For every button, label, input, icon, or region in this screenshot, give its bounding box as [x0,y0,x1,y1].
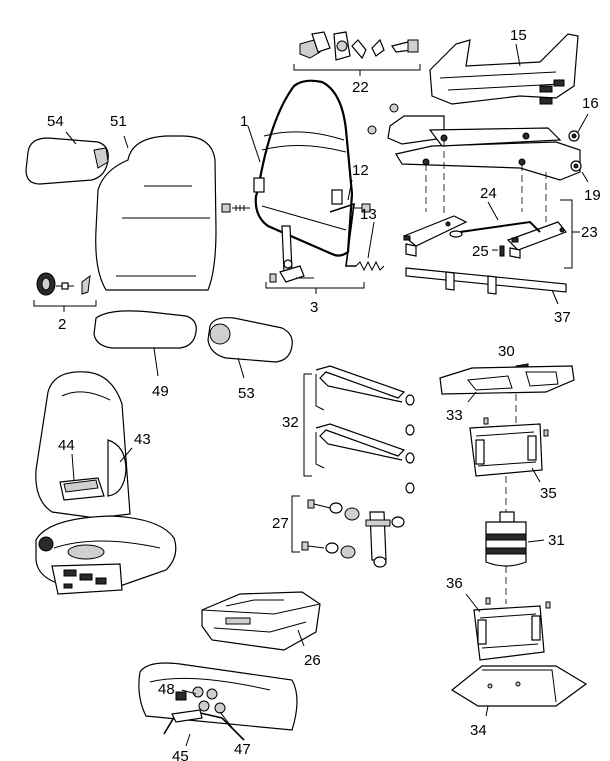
part-27-shock-absorber: 27 [272,495,405,568]
callout-51: 51 [110,113,127,130]
part-15-seat-pan-frame: 15 [429,27,579,105]
callout-15: 15 [510,27,527,44]
callout-36: 36 [446,575,463,592]
part-33-top-plate: 33 [439,365,575,430]
callout-45: 45 [172,748,189,761]
part-16-washer: 16 [568,95,599,142]
callout-23: 23 [581,224,598,241]
callout-13: 13 [360,206,377,223]
callout-3: 3 [310,299,318,316]
callout-32: 32 [282,414,299,431]
callout-47: 47 [234,741,251,758]
part-35-bracket: 35 [469,417,557,514]
callout-44: 44 [58,437,75,454]
part-54-armrest: 54 [25,113,109,185]
part-23-slide-rail-assembly: 23 [402,199,598,269]
callout-31: 31 [548,532,565,549]
callout-30: 30 [498,343,515,360]
part-22-hardware-set: 22 [293,31,421,96]
part-49-seat-cushion: 49 [93,310,197,400]
part-base-plate [367,103,581,181]
callout-16: 16 [582,95,599,112]
callout-34: 34 [470,722,487,739]
part-25-screw: 25 [472,243,505,260]
part-13-spring: 13 [355,206,385,272]
callout-1: 1 [240,113,248,130]
callout-48: 48 [158,681,175,698]
part-1-backrest-frame: 1 [221,79,354,257]
callout-37: 37 [554,309,571,326]
part-26-riser-block: 26 [201,591,321,669]
part-32-rod-set: 32 [282,365,415,494]
part-3-lever-assembly: 3 [265,225,365,316]
part-37-crossbar: 37 [405,267,571,326]
callout-27: 27 [272,515,289,532]
callout-19: 19 [584,187,601,204]
callout-35: 35 [540,485,557,502]
part-36-lower-bracket: 36 [446,575,551,661]
part-24-release-bar: 24 [449,185,541,238]
part-31-air-spring: 31 [485,511,565,604]
control-panel-detail: 48 47 45 [138,662,298,761]
callout-2: 2 [58,316,66,333]
callout-53: 53 [238,385,255,402]
callout-49: 49 [152,383,169,400]
callout-24: 24 [480,185,497,202]
callout-43: 43 [134,431,151,448]
part-19-washer: 19 [570,160,601,204]
part-53-armrest-cushion: 53 [207,317,293,402]
alignment-lines-upper [425,140,547,222]
complete-seat-assembly: 44 43 [35,371,177,595]
callout-26: 26 [304,652,321,669]
part-51-backrest-cushion: 51 [95,113,217,291]
part-12-rod: 12 [329,162,371,267]
callout-25: 25 [472,243,489,260]
callout-12: 12 [352,162,369,179]
part-2-knob-set: 2 [33,272,97,333]
part-34-base-mount: 34 [450,665,588,739]
callout-54: 54 [47,113,64,130]
callout-33: 33 [446,407,463,424]
callout-22: 22 [352,79,369,96]
